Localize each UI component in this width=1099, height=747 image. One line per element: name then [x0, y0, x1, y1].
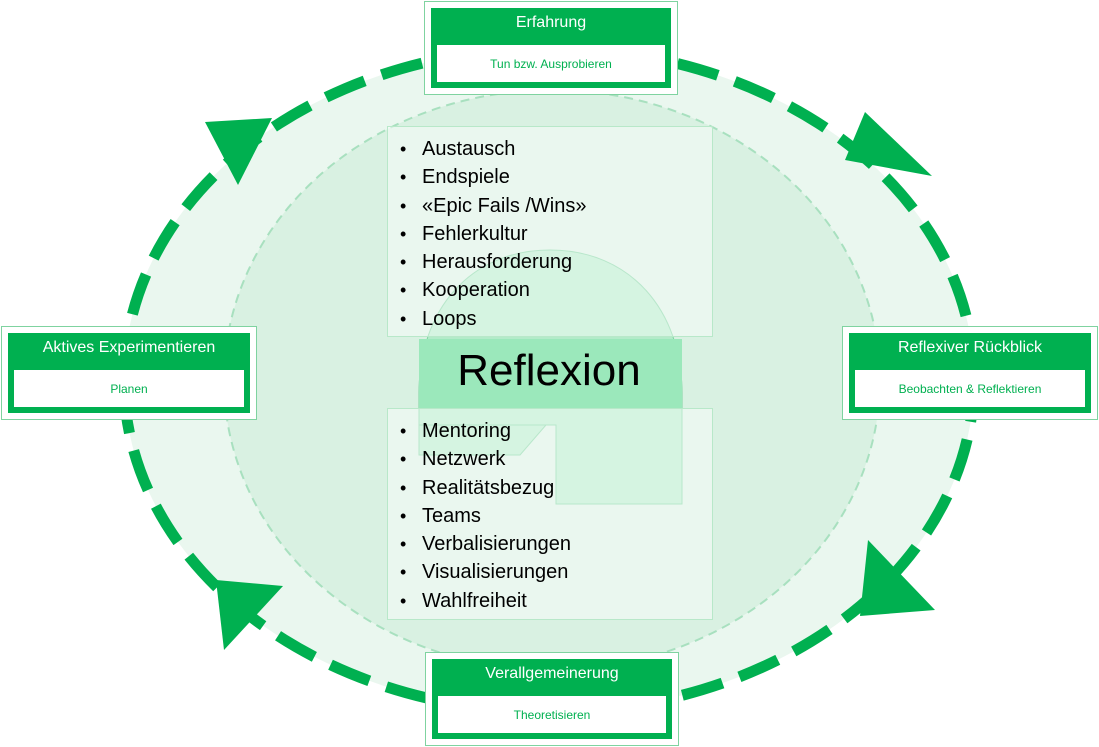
stage-subtitle: Beobachten & Reflektieren — [855, 370, 1085, 407]
stage-subtitle: Theoretisieren — [438, 696, 666, 733]
arrow-down-icon — [860, 540, 935, 616]
stage-subtitle: Planen — [14, 370, 244, 407]
list-item: Loops — [400, 305, 712, 334]
lower-list: Mentoring Netzwerk Realitätsbezug Teams … — [388, 409, 712, 615]
list-item: Kooperation — [400, 276, 712, 305]
list-item: Visualisierungen — [400, 558, 712, 587]
stage-header: Verallgemeinerung Theoretisieren — [432, 659, 672, 739]
list-item: Netzwerk — [400, 445, 712, 474]
stage-header: Reflexiver Rückblick Beobachten & Reflek… — [849, 333, 1091, 413]
list-item: Teams — [400, 502, 712, 531]
stage-title: Reflexiver Rückblick — [897, 339, 1043, 356]
reflexion-band — [419, 339, 682, 409]
arrow-up-icon — [205, 118, 272, 185]
stage-subtitle: Tun bzw. Ausprobieren — [437, 45, 665, 82]
list-item: Endspiele — [400, 163, 712, 192]
arrow-right-icon — [845, 112, 932, 176]
stage-title: Verallgemeinerung — [485, 665, 619, 682]
stage-title: Aktives Experimentieren — [42, 339, 216, 356]
center-title: Reflexion — [457, 346, 641, 395]
list-item: «Epic Fails /Wins» — [400, 192, 712, 221]
stage-title: Erfahrung — [515, 14, 587, 31]
lower-list-panel: Mentoring Netzwerk Realitätsbezug Teams … — [387, 408, 713, 620]
upper-list: Austausch Endspiele «Epic Fails /Wins» F… — [388, 127, 712, 333]
stage-header: Erfahrung Tun bzw. Ausprobieren — [431, 8, 671, 88]
stage-box-generalization: Verallgemeinerung Theoretisieren — [425, 652, 679, 746]
list-item: Realitätsbezug — [400, 474, 712, 503]
stage-box-reflective-review: Reflexiver Rückblick Beobachten & Reflek… — [842, 326, 1098, 420]
arrow-left-icon — [216, 580, 283, 650]
stage-box-active-experimentation: Aktives Experimentieren Planen — [1, 326, 257, 420]
list-item: Mentoring — [400, 417, 712, 446]
upper-list-panel: Austausch Endspiele «Epic Fails /Wins» F… — [387, 126, 713, 337]
list-item: Austausch — [400, 135, 712, 164]
stage-header: Aktives Experimentieren Planen — [8, 333, 250, 413]
stage-box-experience: Erfahrung Tun bzw. Ausprobieren — [424, 1, 678, 95]
list-item: Wahlfreiheit — [400, 587, 712, 616]
list-item: Fehlerkultur — [400, 220, 712, 249]
list-item: Herausforderung — [400, 248, 712, 277]
list-item: Verbalisierungen — [400, 530, 712, 559]
